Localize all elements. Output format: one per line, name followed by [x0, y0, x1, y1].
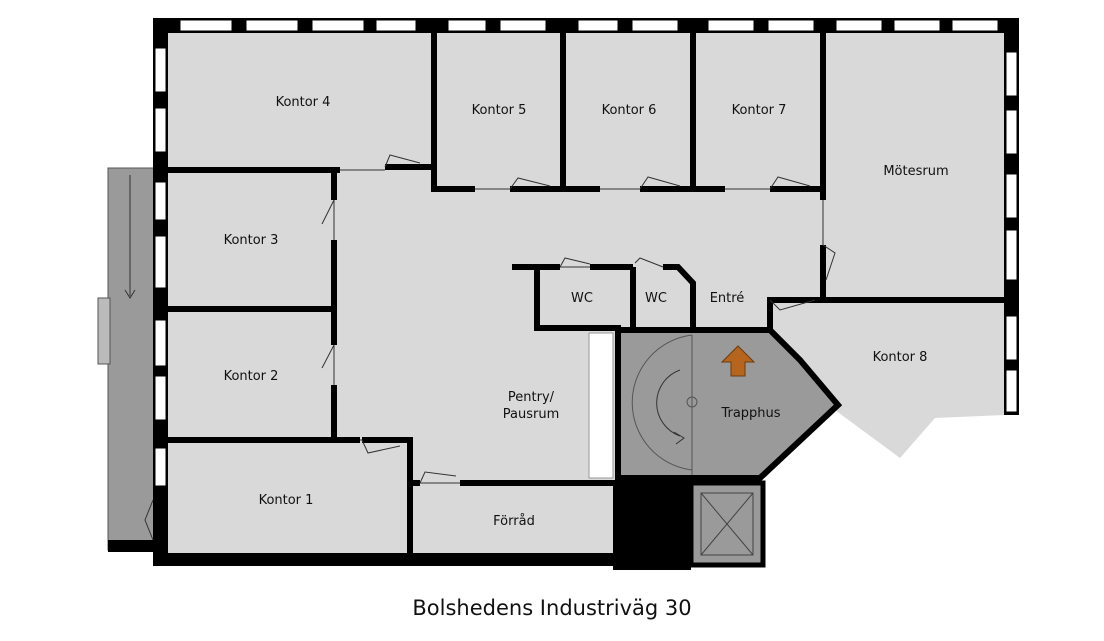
room-label-wc1: WC [571, 291, 593, 306]
windows [154, 19, 1018, 487]
room-label-kontor8: Kontor 8 [873, 350, 928, 365]
inner-walls [153, 33, 1004, 559]
balcony [107, 167, 155, 551]
room-label-motesrum: Mötesrum [883, 164, 948, 179]
room-label-kontor2: Kontor 2 [224, 369, 279, 384]
room-label-pausrum: Pausrum [503, 407, 559, 422]
room-label-kontor4: Kontor 4 [276, 95, 331, 110]
address-caption: Bolshedens Industriväg 30 [412, 596, 692, 620]
room-label-forrad: Förråd [493, 514, 535, 529]
room-label-kontor1: Kontor 1 [259, 493, 314, 508]
room-label-entre: Entré [710, 291, 745, 306]
room-label-trapphus: Trapphus [720, 406, 780, 421]
entrance-arrow-icon [720, 345, 756, 377]
room-label-kontor3: Kontor 3 [224, 233, 279, 248]
room-label-kontor5: Kontor 5 [472, 103, 527, 118]
doors [144, 154, 836, 541]
room-label-kontor7: Kontor 7 [732, 103, 787, 118]
room-label-pentry: Pentry/ [508, 390, 555, 405]
room-label-kontor6: Kontor 6 [602, 103, 657, 118]
room-label-wc2: WC [645, 291, 667, 306]
